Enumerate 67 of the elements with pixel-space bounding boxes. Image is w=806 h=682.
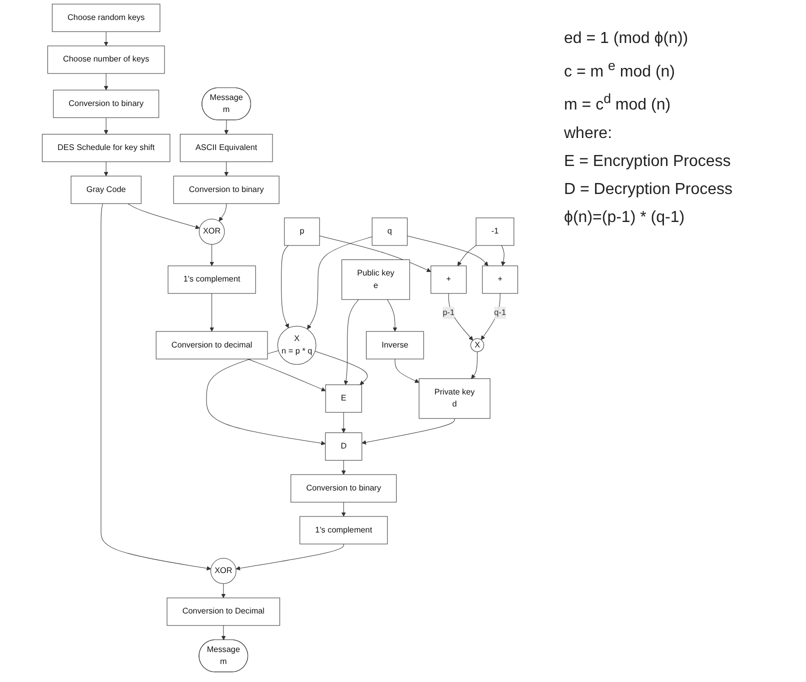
arrow [394,358,420,383]
arrow [128,203,200,230]
arrow [221,625,226,640]
node-box: Public key e [342,259,410,300]
formula-note: ed = 1 (mod ϕ(n)) [564,30,690,48]
arrow [206,350,326,446]
node-circle: XOR [210,558,236,584]
arrow [407,236,488,266]
arrow [319,236,432,272]
arrow [387,299,398,332]
arrow [341,412,346,433]
arrow [210,293,214,332]
node-box: -1 [476,218,514,246]
node-box: + [430,266,467,294]
arrow [210,244,214,266]
node-box: Gray Code [70,176,142,204]
arrow [341,460,346,475]
node-box: Inverse [366,331,424,360]
node-box: 1's complement [168,266,256,294]
arrow [236,544,344,570]
arrow [218,203,227,222]
node-box: Conversion to binary [173,176,280,204]
node-circle: XOR [198,218,225,245]
node-box: Private key d [418,378,490,419]
node-box: Conversion to binary [53,90,160,118]
node-box: D [325,432,362,461]
arrow [344,299,359,385]
arrow [104,31,108,46]
formula-note: where: [564,124,614,143]
formula-note: ϕ(n)=(p-1) * (q-1) [564,208,686,227]
node-box: E [325,384,362,413]
arrow [224,120,229,134]
node-box: Conversion to decimal [156,331,268,360]
arrow [307,236,372,330]
node-box: Conversion to Decimal [166,598,280,626]
formula-note: c = m $^{e}$ mod (n) [564,58,676,82]
node-box: p [284,218,320,246]
arrow [248,358,326,392]
node-box: Choose random keys [52,4,160,32]
formula-note: m = c$^{d}$ mod (n) [564,91,672,115]
node-box: Conversion to binary [290,474,397,502]
arrow [471,352,478,379]
node-box: 1's complement [300,516,388,544]
node-box: Choose number of keys [47,46,165,74]
arrow [224,162,229,176]
arrow [448,293,474,341]
formula-note: E = Encryption Process [564,152,732,171]
node-circle: X n = p * q [277,326,316,365]
node-box: + [482,266,518,294]
formula-note: D = Decryption Process [564,180,734,199]
arrow [104,162,108,176]
arrow [221,583,226,598]
node-box: ASCII Equivalent [180,134,273,162]
node-box: DES Schedule for key shift [42,134,170,162]
arrow [457,245,476,266]
arrow [100,203,212,570]
node-circle: X [470,338,484,352]
arrow [104,73,108,90]
arrow [281,245,289,328]
node-box: q [372,218,408,246]
arrow [341,502,346,517]
arrow [314,351,368,385]
edge-label: q-1 [494,308,506,317]
arrow [104,117,108,134]
arrow [362,418,455,445]
edge-label: p-1 [442,308,454,317]
arrow [501,245,506,266]
